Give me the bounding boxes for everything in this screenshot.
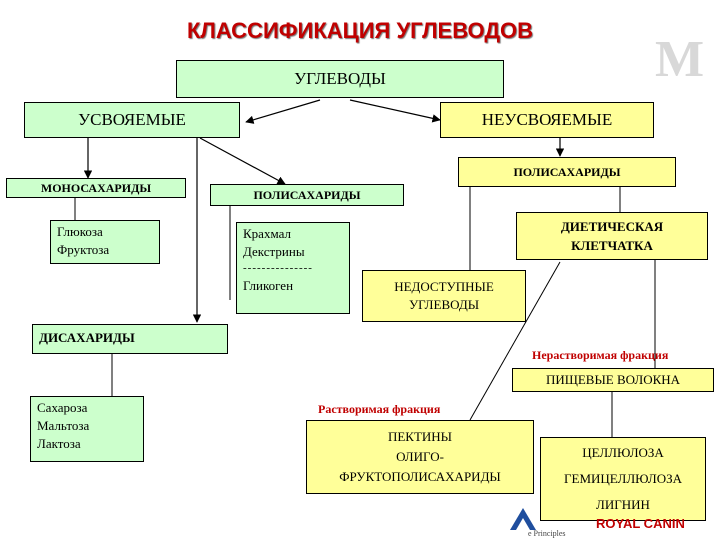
node-monosaccharides: МОНОСАХАРИДЫ [6,178,186,198]
list-disaccharides: Сахароза Мальтоза Лактоза [30,396,144,462]
soluble-item: ОЛИГО- [396,448,444,464]
list-monosaccharides: Глюкоза Фруктоза [50,220,160,264]
brand-name: ROYAL CANIN [596,516,685,531]
list-item: Лактоза [37,436,81,452]
node-dietary-fibers: ПИЩЕВЫЕ ВОЛОКНА [512,368,714,392]
node-unavailable-carbs: НЕДОСТУПНЫЕ УГЛЕВОДЫ [362,270,526,322]
unavailable-line: УГЛЕВОДЫ [408,297,480,312]
list-item: Декстрины [243,244,305,260]
arrow-root-to-indigestible [349,99,441,123]
node-polysaccharides-digestible: ПОЛИСАХАРИДЫ [210,184,404,206]
insoluble-item: ГЕМИЦЕЛЛЮЛОЗА [563,471,682,486]
insoluble-item: ЛИГНИН [596,497,650,512]
watermark-letter: M [655,31,705,88]
list-item: Крахмал [243,226,291,241]
node-carbohydrates: УГЛЕВОДЫ [176,60,504,98]
list-polysaccharides: Крахмал Декстрины --------------- Гликог… [236,222,350,314]
list-item: Гликоген [243,277,294,293]
separator: --------------- [243,262,313,275]
soluble-fraction-label: Растворимая фракция [318,402,441,416]
node-polysaccharides-indigestible: ПОЛИСАХАРИДЫ [458,157,676,187]
node-insoluble-fraction: ЦЕЛЛЮЛОЗА ГЕМИЦЕЛЛЮЛОЗА ЛИГНИН [540,437,706,521]
list-item: Глюкоза [57,224,103,239]
node-soluble-fraction: ПЕКТИНЫ ОЛИГО- ФРУКТОПОЛИСАХАРИДЫ [306,420,534,494]
arrow-root-to-digestible [245,99,321,124]
page-title: КЛАССИФИКАЦИЯ УГЛЕВОДОВ [186,18,534,43]
list-item: Сахароза [37,400,88,415]
soluble-item: ФРУКТОПОЛИСАХАРИДЫ [339,469,501,485]
list-item: Мальтоза [37,418,90,434]
brand-subtitle: e Principles [528,529,566,538]
node-dietary-fiber: ДИЕТИЧЕСКАЯ КЛЕТЧАТКА [516,212,708,260]
list-item: Фруктоза [57,242,110,258]
unavailable-line: НЕДОСТУПНЫЕ [394,278,494,294]
node-disaccharides: ДИСАХАРИДЫ [32,324,228,354]
soluble-item: ПЕКТИНЫ [387,428,453,444]
node-indigestible: НЕУСВОЯЕМЫЕ [440,102,654,138]
node-digestible: УСВОЯЕМЫЕ [24,102,240,138]
line-fiber-to-soluble [469,261,561,421]
insoluble-item: ЦЕЛЛЮЛОЗА [582,445,664,460]
arrow-to-poly [199,137,286,185]
brand-logo-icon [510,508,536,530]
fiber-line: КЛЕТЧАТКА [571,238,653,253]
insoluble-fraction-label: Нерастворимая фракция [532,348,669,362]
fiber-line: ДИЕТИЧЕСКАЯ [560,218,664,234]
